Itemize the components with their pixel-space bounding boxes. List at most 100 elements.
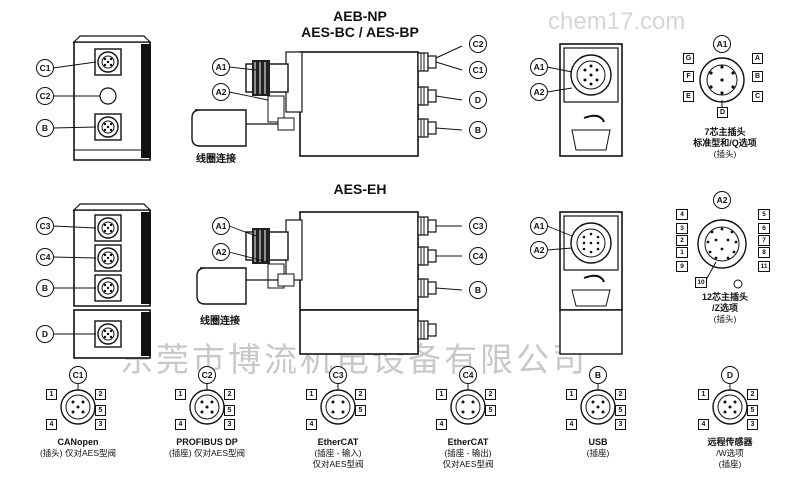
conn-pin-box: 4 [698,419,709,430]
callout-d: D [36,325,54,343]
conn-pin-box: 2 [485,389,496,400]
pin12-label-9: 9 [676,261,688,272]
conn-pin-box: 1 [46,389,57,400]
pin12-label-1: 1 [676,247,688,258]
conn-pin-box: 3 [747,419,758,430]
front-view-np [72,35,152,161]
conn-pin-box: 1 [566,389,577,400]
conn-pin-box: 3 [95,419,106,430]
connector-caption-b: (插座) [586,448,610,458]
callout-c3: C3 [36,217,54,235]
conn-pin-box: 1 [436,389,447,400]
conn-pin-box: 5 [224,405,235,416]
pin12-label-5: 5 [758,209,770,220]
conn-pin-box: 4 [175,419,186,430]
callout-c3: C3 [329,366,347,384]
pin7-label-D: D [717,107,728,118]
pin12-caption-2: /Z选项 [712,303,738,313]
callout-d: D [469,91,487,109]
connector-caption-d: (插座) [718,459,742,469]
callout-a2: A2 [530,83,548,101]
callout-b: B [36,119,54,137]
connector-caption-c2: PROFIBUS DP [176,437,238,447]
connector-caption-d: 远程传感器 [707,437,753,447]
pin12-label-8: 8 [758,247,770,258]
connector-caption-d: /W选项 [716,448,744,458]
connector-caption-c1: CANopen [57,437,99,447]
title-aeb-np: AEB-NP [333,8,387,24]
callout-a2: A2 [212,83,230,101]
callout-b: B [36,279,54,297]
conn-pin-box: 5 [355,405,366,416]
connector-caption-c4: (插座 - 输出) [444,448,492,458]
conn-pin-box: 2 [747,389,758,400]
callout-a1: A1 [212,217,230,235]
side-view-np [191,45,463,157]
conn-pin-box: 4 [306,419,317,430]
conn-pin-box: 4 [46,419,57,430]
conn-pin-box: 2 [615,389,626,400]
title-aes-eh: AES-EH [333,181,387,197]
connector-faces [60,381,748,425]
pin12-label-3: 3 [676,223,688,234]
front-view-eh [72,203,152,359]
watermark-top: chem17.com [548,8,686,35]
pin7-caption-1: 7芯主插头 [704,127,746,137]
pin12-label-10: 10 [695,277,707,288]
conn-pin-box: 3 [224,419,235,430]
callout-b: B [589,366,607,384]
connector-caption-c4: 仅对AES型阀 [442,459,494,469]
conn-pin-box: 1 [306,389,317,400]
pin12-caption-3: (插头) [713,314,737,324]
coil-label-top: 线圈连接 [196,154,236,165]
callout-a2: A2 [713,191,731,209]
pin7-label-C: C [752,91,763,102]
callout-b: B [469,281,487,299]
pin7-label-F: F [683,71,694,82]
callout-c4: C4 [36,248,54,266]
connector-caption-c2: (插座) 仅对AES型阀 [168,448,246,458]
pin7-caption-3: (插头) [713,149,737,159]
pin12-label-4: 4 [676,209,688,220]
callout-a1: A1 [530,58,548,76]
pin12-label-6: 6 [758,223,770,234]
conn-pin-box: 5 [95,405,106,416]
callout-c2: C2 [198,366,216,384]
callout-a1: A1 [212,58,230,76]
callout-c3: C3 [469,217,487,235]
callout-d: D [721,366,739,384]
callout-c4: C4 [459,366,477,384]
callout-a2: A2 [530,241,548,259]
conn-pin-box: 4 [436,419,447,430]
callout-c2: C2 [469,35,487,53]
pin7-diagram [699,57,745,108]
pin7-label-A: A [752,53,763,64]
callout-c2: C2 [36,87,54,105]
connector-caption-b: USB [588,437,608,447]
conn-pin-box: 1 [175,389,186,400]
conn-pin-box: 2 [95,389,106,400]
conn-pin-box: 5 [615,405,626,416]
conn-pin-box: 2 [355,389,366,400]
callout-c1: C1 [36,59,54,77]
conn-pin-box: 5 [485,405,496,416]
callout-a2: A2 [212,243,230,261]
conn-pin-box: 5 [747,405,758,416]
pin12-label-11: 11 [758,261,770,272]
conn-pin-box: 4 [566,419,577,430]
conn-pin-box: 2 [224,389,235,400]
pin7-label-E: E [683,91,694,102]
coil-label-mid: 线圈连接 [200,316,240,327]
connector-caption-c3: 仅对AES型阀 [312,459,364,469]
callout-b: B [469,121,487,139]
title-aes-bc-bp: AES-BC / AES-BP [301,24,419,40]
callout-c4: C4 [469,247,487,265]
back-view-eh [559,211,623,355]
connector-caption-c3: (插座 - 输入) [314,448,362,458]
callout-a1: A1 [530,217,548,235]
pin7-caption-2: 标准型和/Q选项 [693,138,757,148]
connector-caption-c4: EtherCAT [447,437,489,447]
side-view-eh [196,211,463,355]
pin7-label-G: G [683,53,694,64]
